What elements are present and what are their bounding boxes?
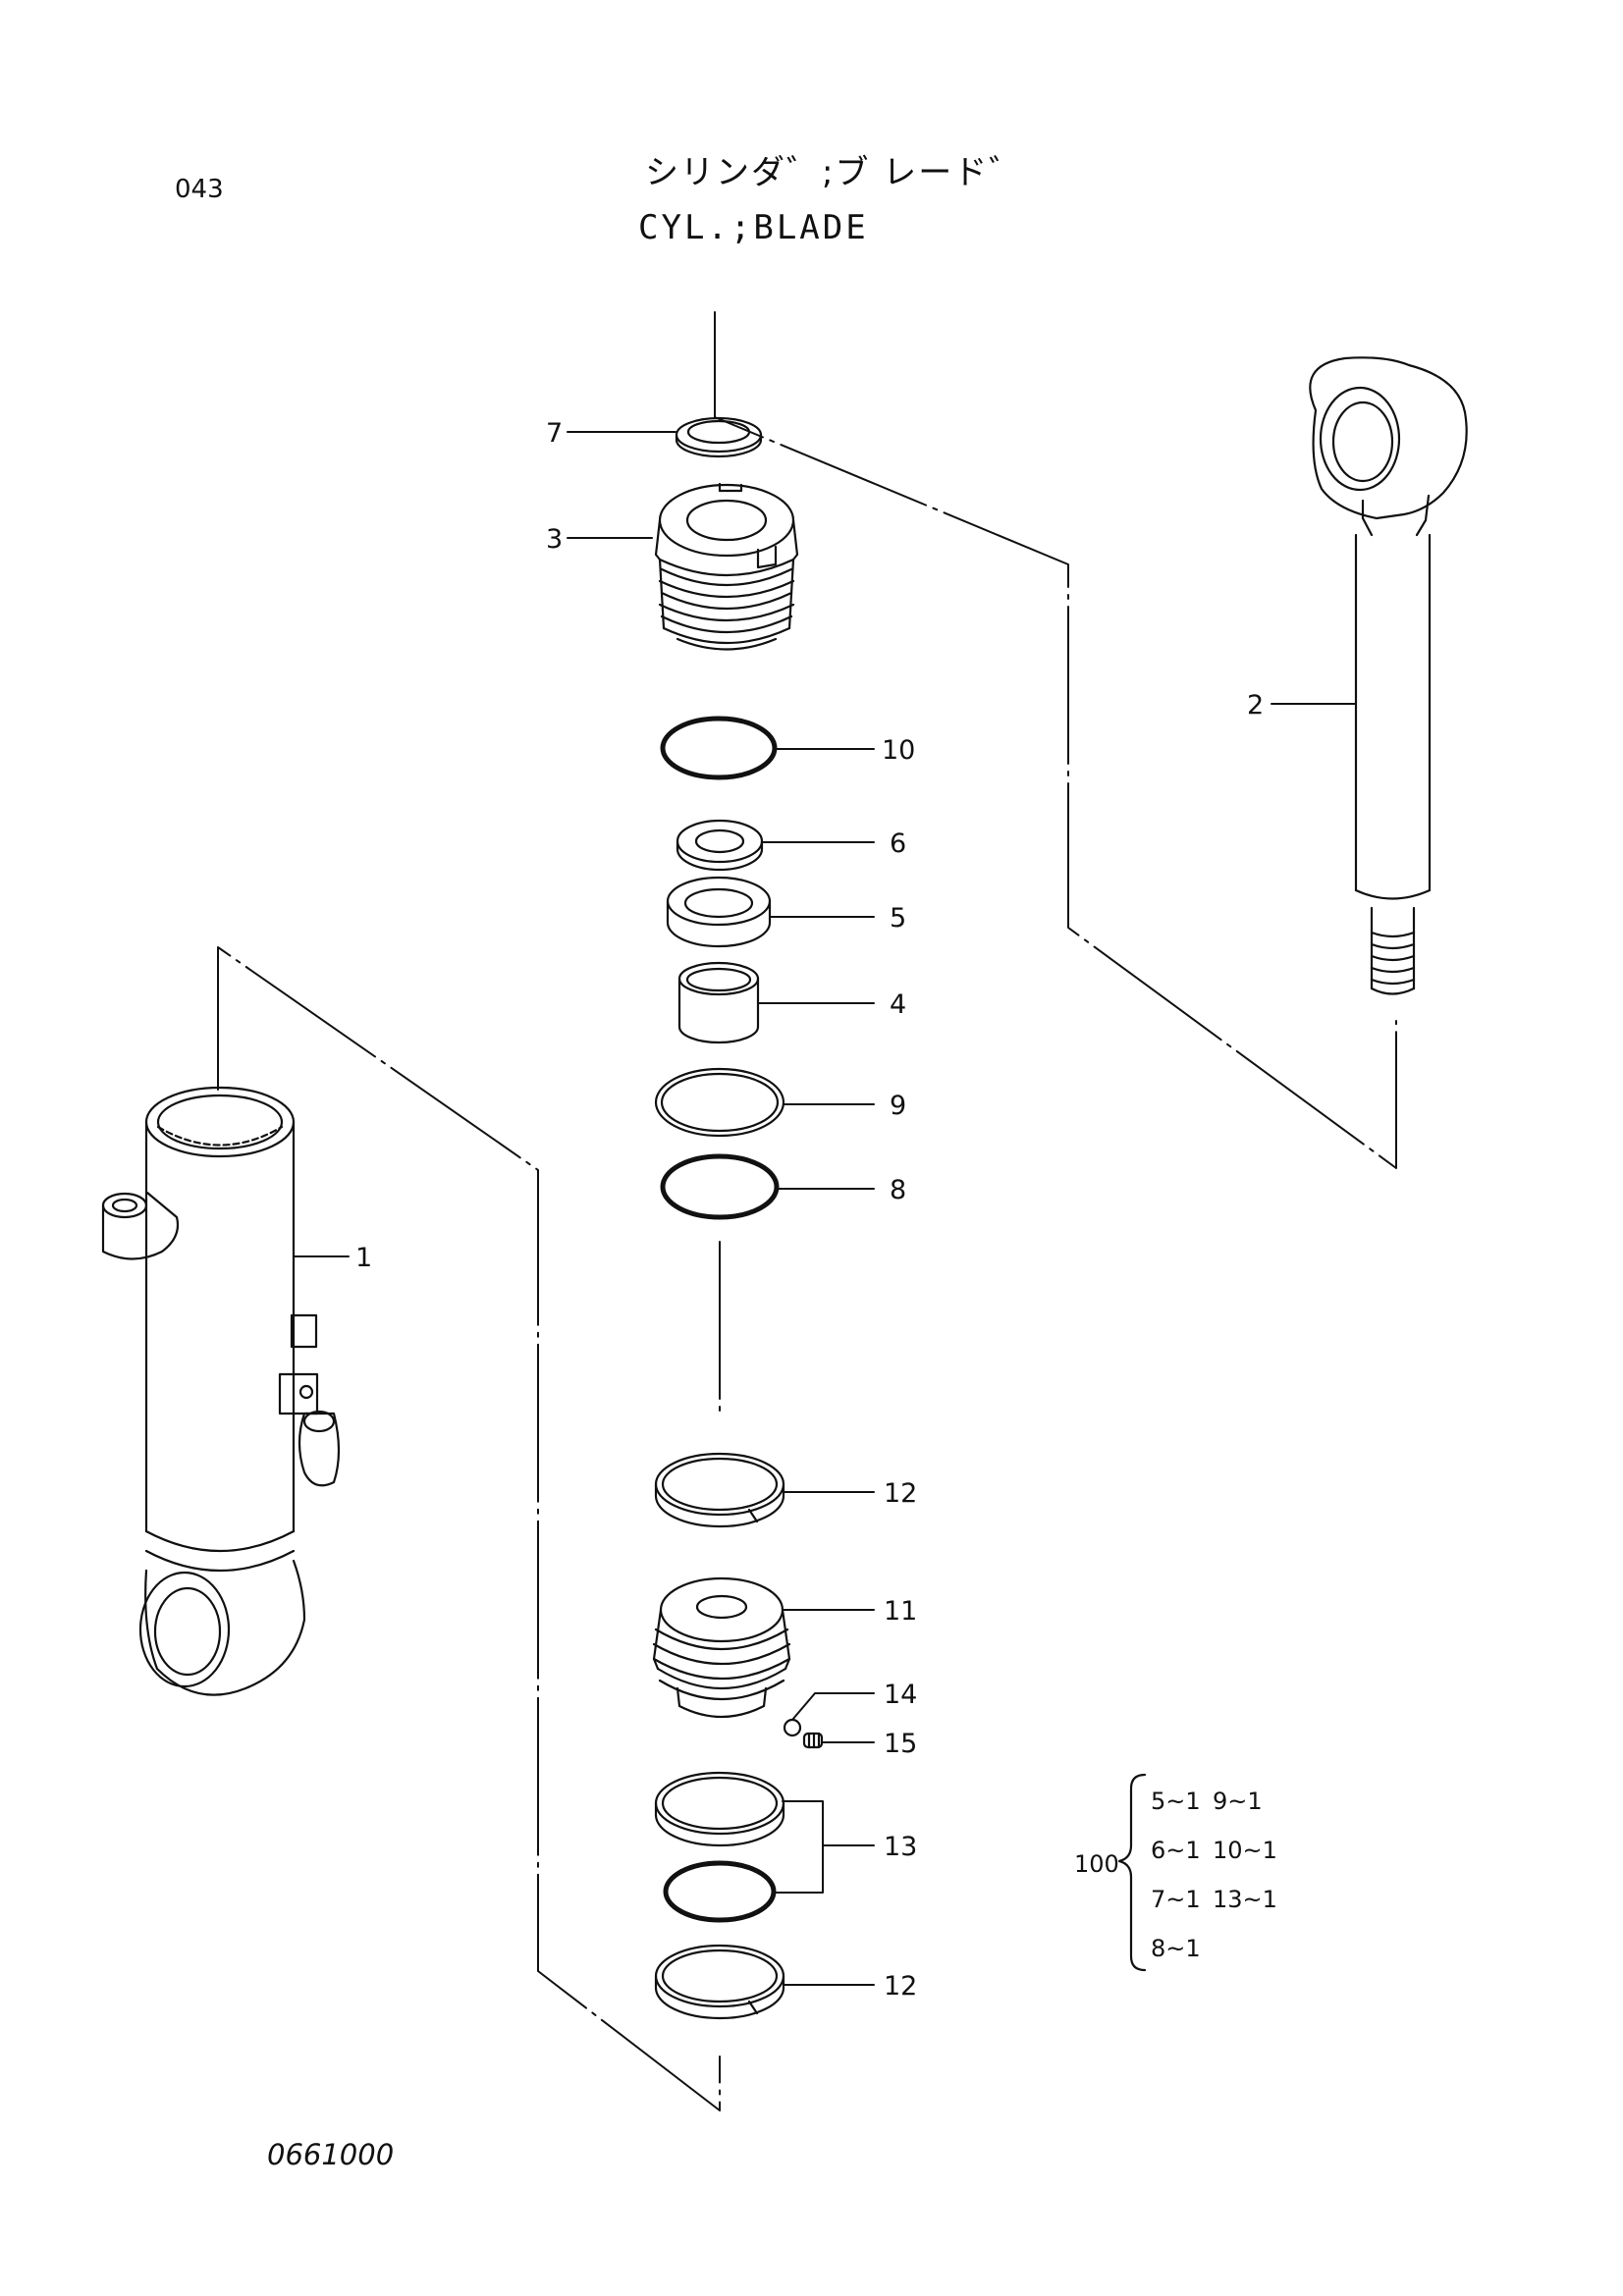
part-15-set-screw (802, 1732, 824, 1749)
part-6-back-up-ring (676, 819, 764, 872)
seal-kit-brace (1117, 1773, 1147, 1972)
title-japanese: シリンダ゛;ブ レード゛ (645, 153, 1025, 192)
callout-15: 15 (884, 1729, 917, 1759)
callout-8: 8 (890, 1175, 906, 1205)
seal-kit-item-5: 5~1 (1151, 1788, 1201, 1815)
part-14-steel-ball (783, 1718, 802, 1737)
callout-11: 11 (884, 1596, 917, 1627)
seal-kit-items: 5~1 6~1 7~1 8~1 9~1 10~1 13~1 (1151, 1788, 1277, 1962)
callout-12-upper: 12 (884, 1478, 917, 1509)
leader-lines (293, 431, 1357, 1986)
part-3-cylinder-head (654, 482, 799, 651)
part-1-cylinder-tube (101, 1086, 341, 1696)
seal-kit-item-10: 10~1 (1213, 1837, 1277, 1864)
seal-kit-item-13: 13~1 (1213, 1886, 1277, 1913)
part-13-seal-ring-set (654, 1771, 785, 1923)
callout-2: 2 (1247, 690, 1264, 721)
seal-kit-list: 100 5~1 6~1 7~1 8~1 9~1 10~1 13~1 (1074, 1773, 1277, 1972)
callout-10: 10 (882, 735, 915, 766)
part-12-wear-ring-lower (654, 1944, 785, 2020)
part-10-o-ring (660, 716, 778, 780)
callout-13: 13 (884, 1832, 917, 1862)
seal-kit-label: 100 (1074, 1850, 1119, 1878)
seal-kit-item-6: 6~1 (1151, 1837, 1201, 1864)
callout-4: 4 (890, 989, 906, 1020)
page-number: 043 (175, 175, 224, 204)
part-8-o-ring (660, 1153, 780, 1220)
callout-3: 3 (546, 524, 563, 555)
seal-kit-item-7: 7~1 (1151, 1886, 1201, 1913)
title-english: CYL.;BLADE (638, 208, 869, 247)
callout-7: 7 (546, 418, 563, 449)
callout-labels: 7 3 10 6 5 4 9 8 2 1 12 11 14 15 13 12 (355, 418, 1264, 2002)
part-5-seal (666, 876, 772, 948)
document-code: 0661000 (267, 2138, 395, 2171)
part-4-bushing (677, 961, 760, 1044)
callout-1: 1 (355, 1243, 372, 1273)
callout-14: 14 (884, 1680, 917, 1710)
part-11-piston (652, 1576, 791, 1719)
callout-12-lower: 12 (884, 1971, 917, 2002)
part-2-piston-rod (1309, 356, 1468, 995)
assembly-guide-lines (217, 311, 1397, 2111)
part-9-back-up-ring (654, 1067, 785, 1138)
seal-kit-item-8: 8~1 (1151, 1935, 1201, 1962)
seal-kit-item-9: 9~1 (1213, 1788, 1263, 1815)
part-12-wear-ring-upper (654, 1452, 785, 1528)
callout-6: 6 (890, 828, 906, 859)
callout-5: 5 (890, 903, 906, 934)
callout-9: 9 (890, 1091, 906, 1121)
part-7-dust-seal (675, 416, 763, 458)
